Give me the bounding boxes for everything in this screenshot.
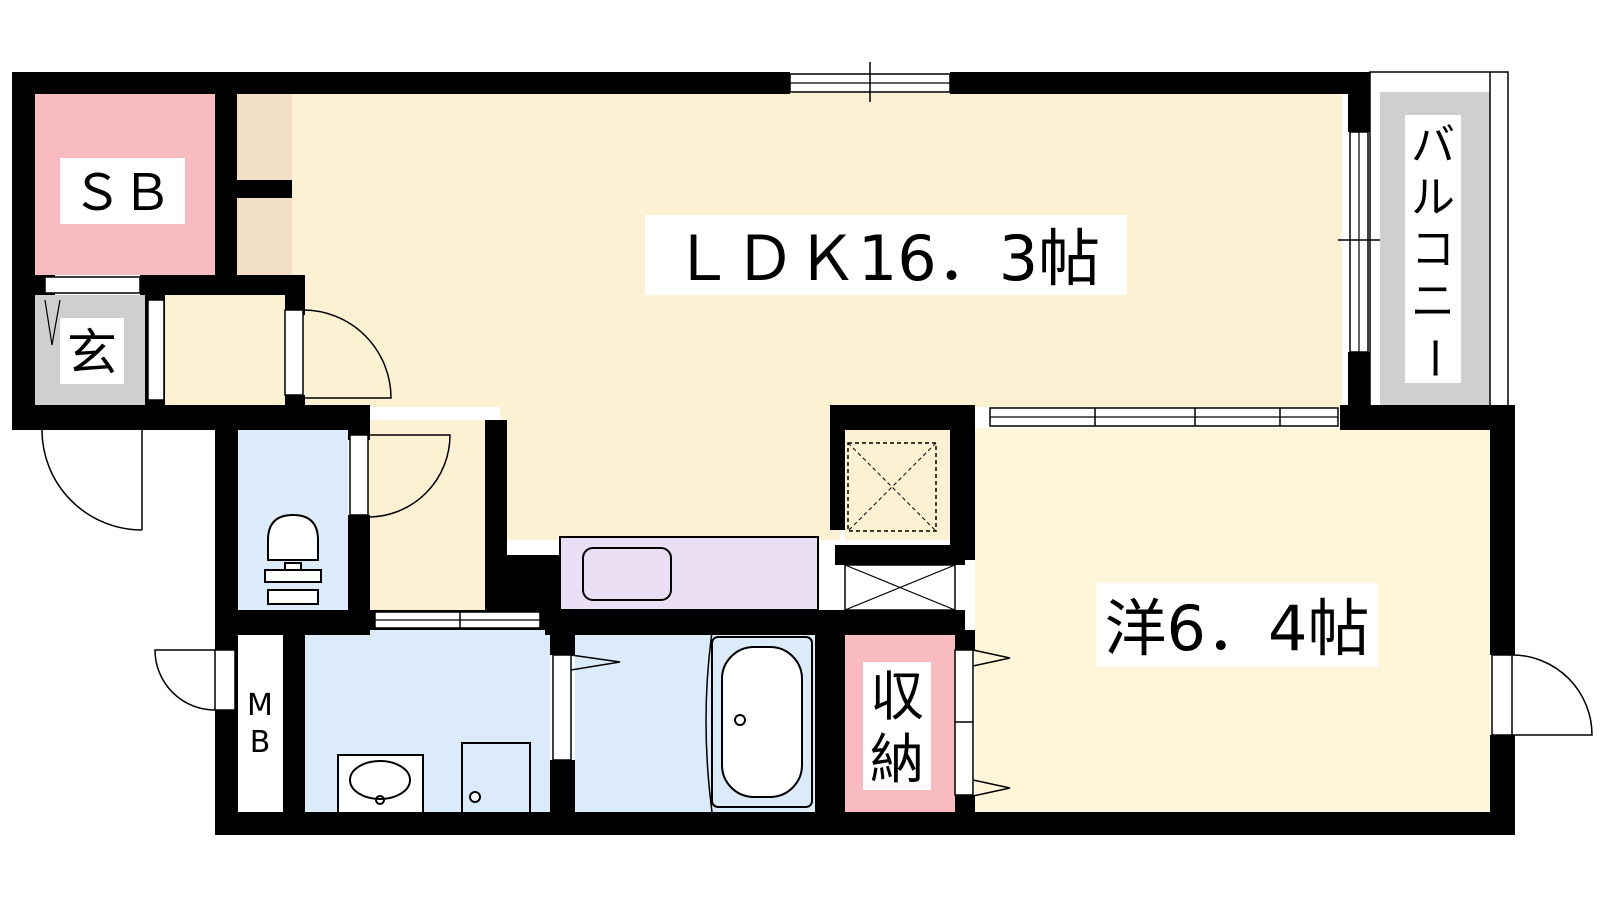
storage-label-bottom: 納 <box>870 728 924 791</box>
kitchen-aisle-floor <box>845 420 960 540</box>
sb-label: ＳＢ <box>72 164 172 222</box>
western-room-label: 洋6．4帖 <box>1105 592 1370 665</box>
door-genkan-inner <box>147 299 165 401</box>
door-storage <box>954 649 1011 797</box>
ldk-floor-lower <box>500 405 840 540</box>
balcony-label-bg <box>1405 115 1461 383</box>
door-entrance <box>41 429 143 531</box>
balcony-rail <box>1369 71 1509 409</box>
washbasin <box>337 754 424 814</box>
door-hall <box>284 309 392 399</box>
genkan-label-bg <box>60 318 124 384</box>
genkan-step <box>44 299 61 346</box>
genkan-label: 玄 <box>67 324 117 382</box>
fridge-space <box>847 442 937 532</box>
hallway-floor <box>165 295 285 405</box>
door-mb <box>154 649 236 711</box>
shelf-lower <box>237 198 292 275</box>
mb-label-top: M <box>247 688 273 723</box>
mb-closet-floor <box>238 635 283 813</box>
western-label-bg <box>1096 583 1378 667</box>
mb-label-bottom: B <box>250 725 271 760</box>
balcony-char: コ <box>1411 224 1455 275</box>
shelf-upper <box>237 92 292 180</box>
bath-curtain-line <box>705 631 713 813</box>
balcony-char: ー <box>1408 336 1459 380</box>
door-toilet <box>349 434 451 518</box>
toilet-fixture <box>264 513 322 605</box>
storage-label-top: 収 <box>870 665 924 728</box>
door-bath <box>552 654 621 761</box>
storage-label-bg <box>863 662 931 790</box>
balcony-char: ニ <box>1411 276 1455 327</box>
window-balcony <box>1338 131 1380 353</box>
balcony-char: バ <box>1411 120 1455 171</box>
bathtub <box>711 636 813 808</box>
washer-space-cross <box>844 564 956 611</box>
ldk-label-bg <box>645 215 1127 295</box>
sb-label-bg <box>60 158 185 224</box>
window-top <box>789 62 951 102</box>
kitchen-sink <box>582 547 672 601</box>
balcony-label: バ ル コ ニ ー <box>1408 120 1459 380</box>
sliding-door-washroom <box>374 611 541 629</box>
window-western-top <box>989 407 1339 427</box>
balcony-char: ル <box>1411 172 1455 223</box>
sliding-door-sb <box>44 276 141 294</box>
walls <box>12 72 1515 835</box>
ldk-label: ＬＤＫ16．3帖 <box>672 222 1100 295</box>
laundry-tray <box>461 742 531 814</box>
kitchen-counter <box>559 536 819 611</box>
door-western-exterior <box>1491 654 1593 736</box>
